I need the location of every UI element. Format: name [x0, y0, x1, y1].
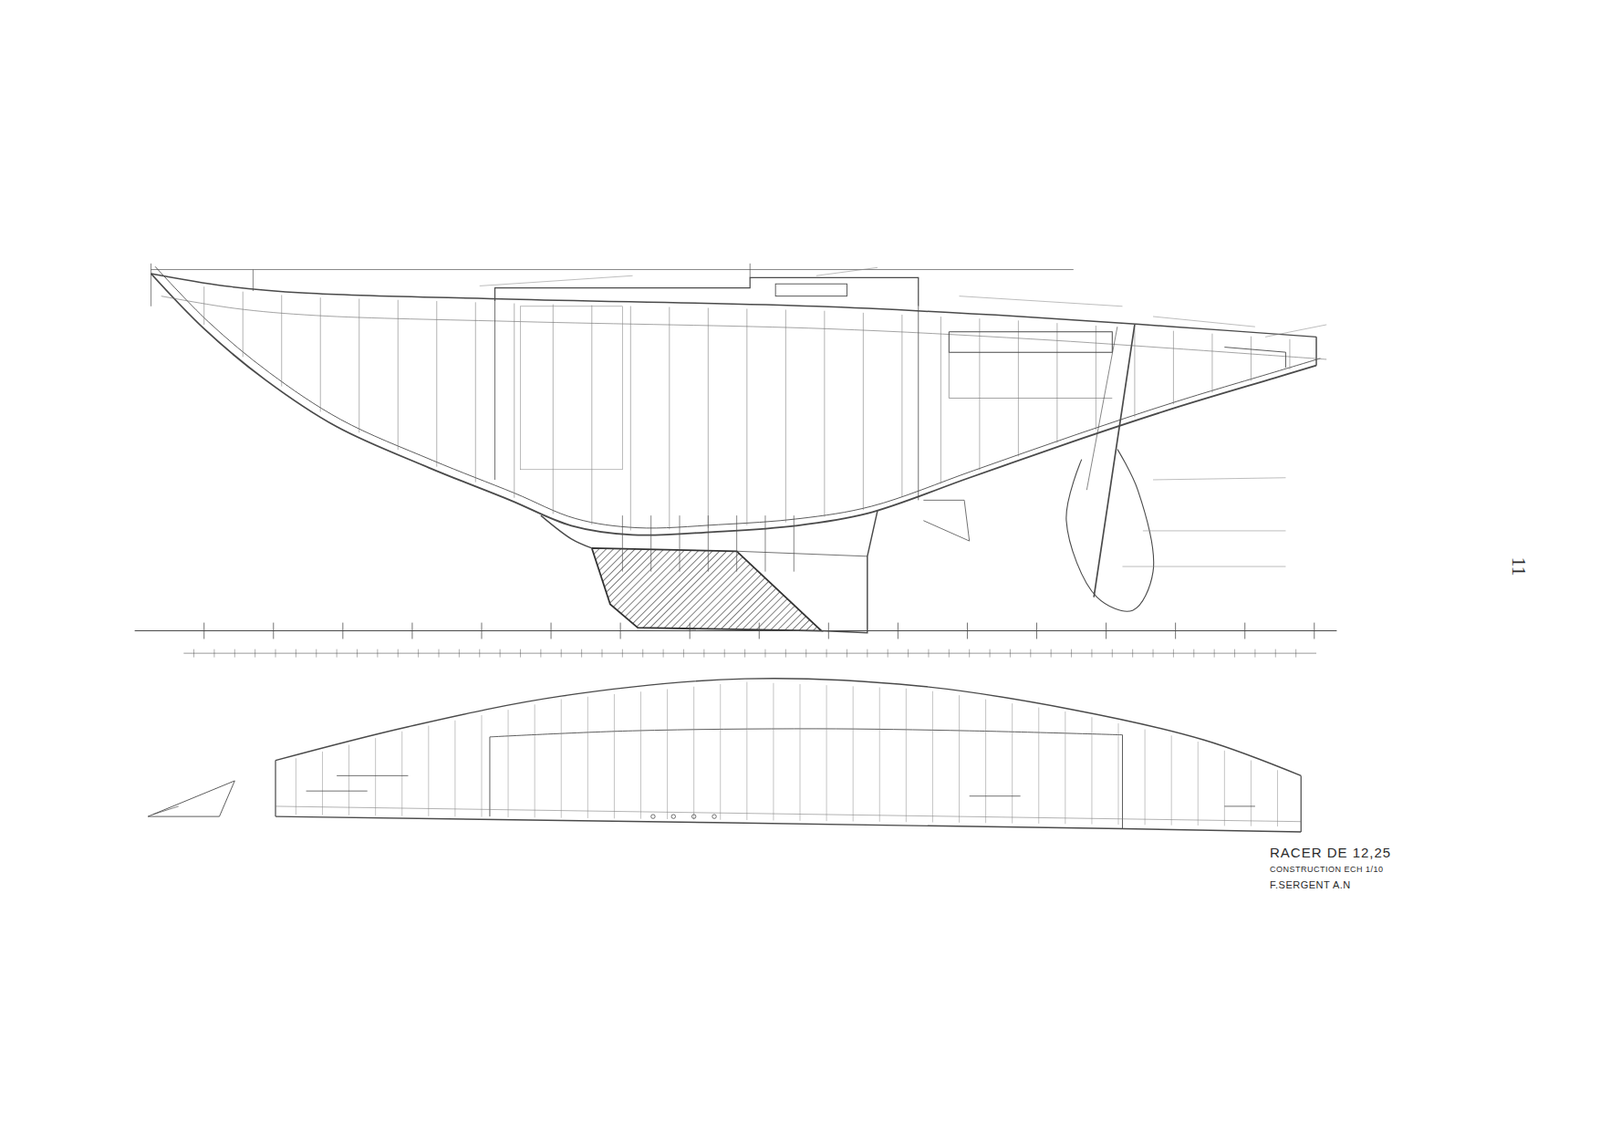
page-number: 11 — [1506, 556, 1531, 576]
title-block-note: CONSTRUCTION ECH 1/10 — [1269, 864, 1384, 874]
title-block-note: F.SERGENT A.N — [1269, 879, 1351, 891]
drawing-title: RACER DE 12,25 — [1269, 844, 1392, 861]
